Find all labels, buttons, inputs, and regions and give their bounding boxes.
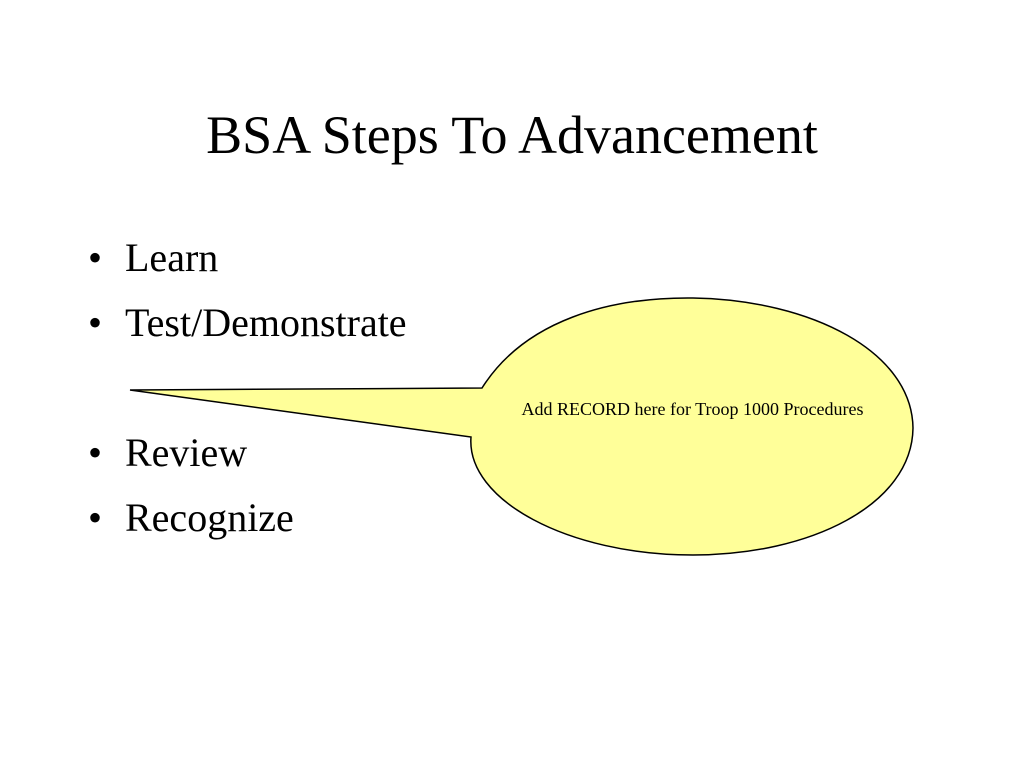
slide-title: BSA Steps To Advancement [206,105,818,165]
bullet-item-test-demonstrate: • Test/Demonstrate [88,299,407,347]
bullet-glyph: • [88,495,103,540]
bullet-label: Learn [125,235,219,280]
bullet-glyph: • [88,430,103,475]
callout-text: Add RECORD here for Troop 1000 Procedure… [521,399,864,419]
bullet-label: Review [125,430,248,475]
bullet-label: Test/Demonstrate [125,300,407,345]
bullet-item-learn: • Learn [88,234,218,282]
bullet-item-recognize: • Recognize [88,494,294,542]
bullet-glyph: • [88,300,103,345]
bullet-glyph: • [88,235,103,280]
bullet-item-review: • Review [88,429,247,477]
bullet-label: Recognize [125,495,294,540]
